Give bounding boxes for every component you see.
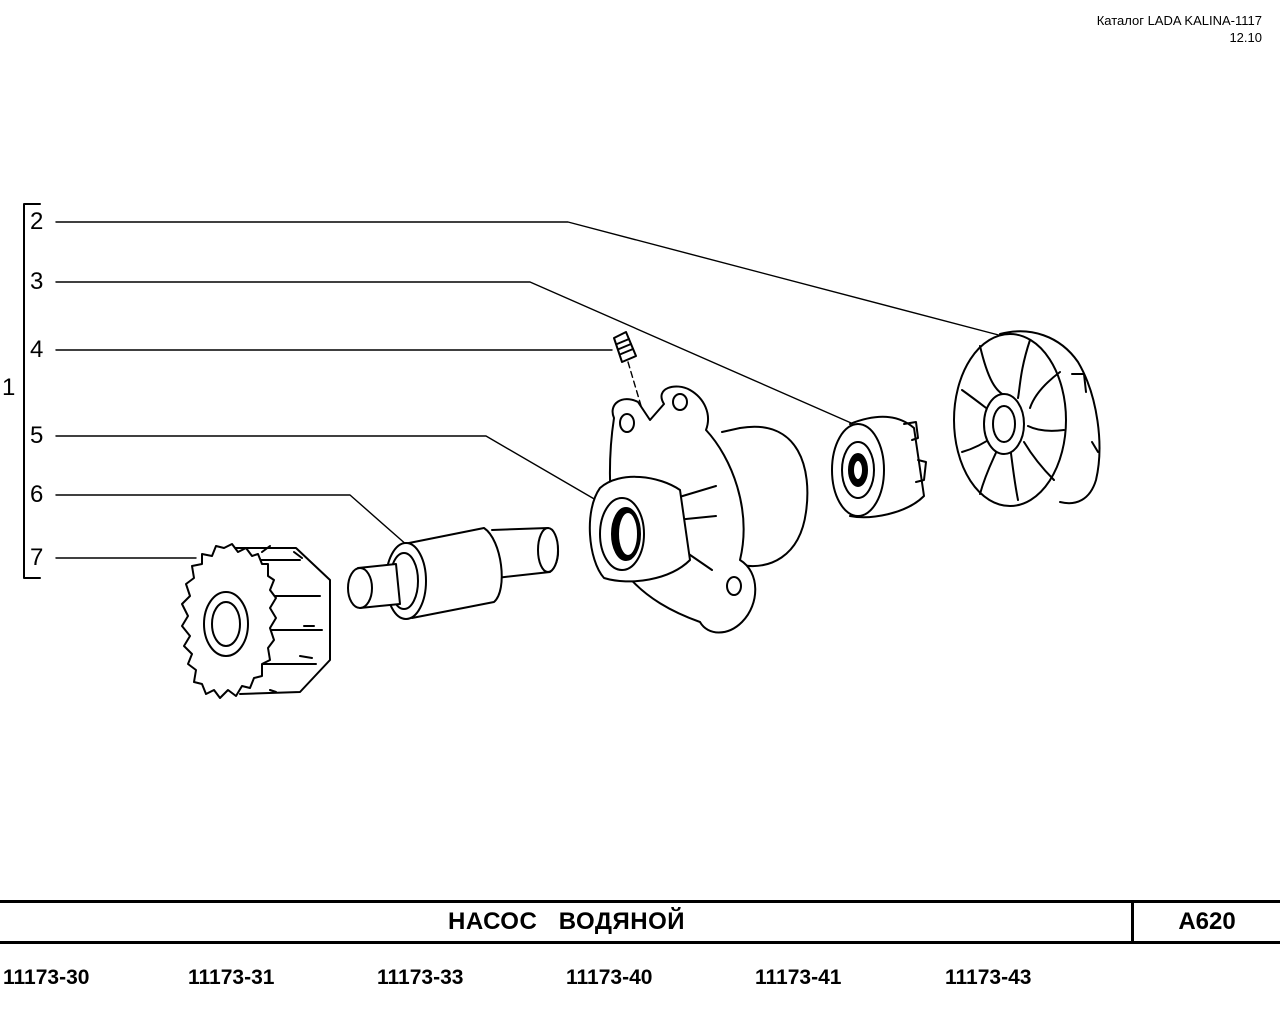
callout-2: 2 — [30, 208, 44, 235]
group-bracket — [23, 203, 41, 579]
assembly-code: А620 — [1178, 908, 1236, 935]
model-code: 11173-33 — [377, 966, 464, 989]
catalog-date: 12.10 — [1229, 30, 1262, 45]
assembly-title: НАСОС ВОДЯНОЙ — [448, 908, 685, 935]
part-impeller — [953, 330, 1101, 507]
model-list: 11173-30 11173-31 11173-33 11173-40 1117… — [0, 966, 1280, 996]
leader-lines — [55, 221, 1011, 559]
catalog-header: Каталог LADA KALINA-1117 12.10 — [1097, 12, 1262, 46]
callout-4: 4 — [30, 336, 44, 363]
leader-5 — [55, 435, 597, 501]
exploded-parts-diagram — [23, 203, 1101, 699]
leader-2 — [55, 221, 1011, 339]
model-code: 11173-41 — [755, 966, 842, 989]
part-pulley-gear — [181, 543, 331, 699]
title-divider — [1131, 903, 1134, 941]
catalog-name: Каталог LADA KALINA-1117 — [1096, 13, 1262, 28]
callout-3: 3 — [30, 268, 44, 295]
leader-3 — [55, 281, 859, 427]
callout-6: 6 — [30, 481, 44, 508]
model-code: 11173-43 — [945, 966, 1032, 989]
leader-6 — [55, 494, 409, 547]
part-bearing-shaft — [347, 527, 559, 620]
callout-5: 5 — [30, 422, 44, 449]
part-pump-housing — [588, 385, 809, 634]
part-seal — [831, 415, 927, 519]
model-code: 11173-40 — [566, 966, 653, 989]
model-code: 11173-31 — [188, 966, 275, 989]
callout-7: 7 — [30, 544, 44, 571]
model-code: 11173-30 — [3, 966, 90, 989]
callout-1: 1 — [2, 374, 16, 401]
part-set-screw — [613, 331, 637, 363]
title-bar: НАСОС ВОДЯНОЙ А620 — [0, 900, 1280, 944]
